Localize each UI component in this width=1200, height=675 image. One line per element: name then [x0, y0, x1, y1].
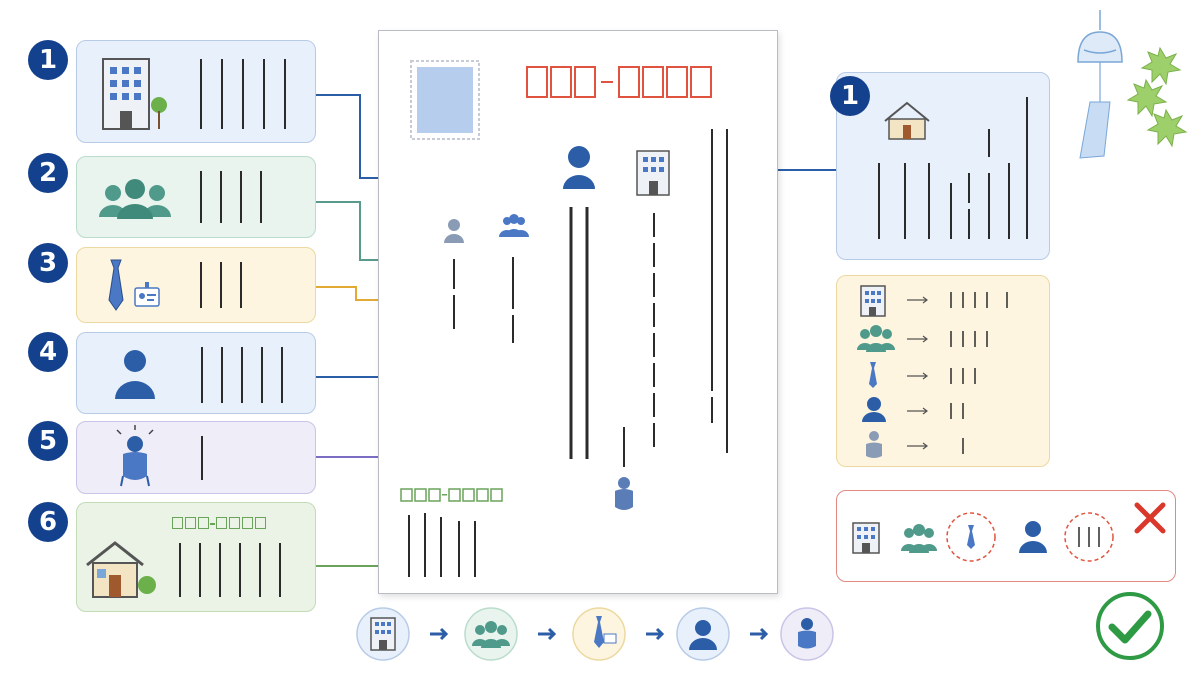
flow-building-icon	[356, 607, 410, 661]
postcard-content	[400, 60, 728, 577]
flow-group-icon	[464, 607, 518, 661]
legend-building-icon	[860, 285, 886, 317]
legend-person-icon	[867, 397, 881, 411]
flow-tie-icon	[572, 607, 626, 661]
card-sender	[76, 502, 316, 612]
house-icon	[86, 541, 156, 598]
step-badge-5: 5	[28, 421, 68, 461]
card-position	[76, 247, 316, 323]
step-badge-2: 2	[28, 153, 68, 193]
group-icon	[99, 179, 171, 219]
step-badge-3: 3	[28, 243, 68, 283]
postcard-building-icon	[636, 150, 670, 196]
flow-bow-icon	[780, 607, 834, 661]
card-wrong-example	[836, 490, 1176, 582]
card-company	[76, 40, 316, 143]
right-step-badge-1: 1	[830, 76, 870, 116]
bowing-person-icon	[116, 425, 154, 487]
maple-leaves-icon	[1126, 46, 1188, 148]
card-honorific	[76, 421, 316, 494]
check-mark-icon	[1096, 592, 1164, 660]
card-department	[76, 156, 316, 238]
legend-group-icon	[857, 325, 895, 352]
office-building-icon	[102, 58, 167, 130]
order-legend-content	[857, 285, 1008, 458]
card-name	[76, 332, 316, 414]
flow-person-icon	[676, 607, 730, 661]
necktie-id-card-icon	[108, 259, 160, 311]
postcard	[378, 30, 778, 594]
wrong-example-content	[852, 502, 1166, 562]
step-badge-4: 4	[28, 332, 68, 372]
legend-tie-icon	[869, 362, 877, 388]
step-badge-6: 6	[28, 502, 68, 542]
cross-mark-icon	[1134, 502, 1166, 534]
bottom-order-flow	[356, 607, 834, 661]
person-icon	[115, 350, 155, 399]
card-order-legend	[836, 275, 1050, 467]
legend-bow-icon	[869, 431, 879, 441]
step-badge-1: 1	[28, 40, 68, 80]
wind-chime-icon	[1077, 10, 1188, 159]
